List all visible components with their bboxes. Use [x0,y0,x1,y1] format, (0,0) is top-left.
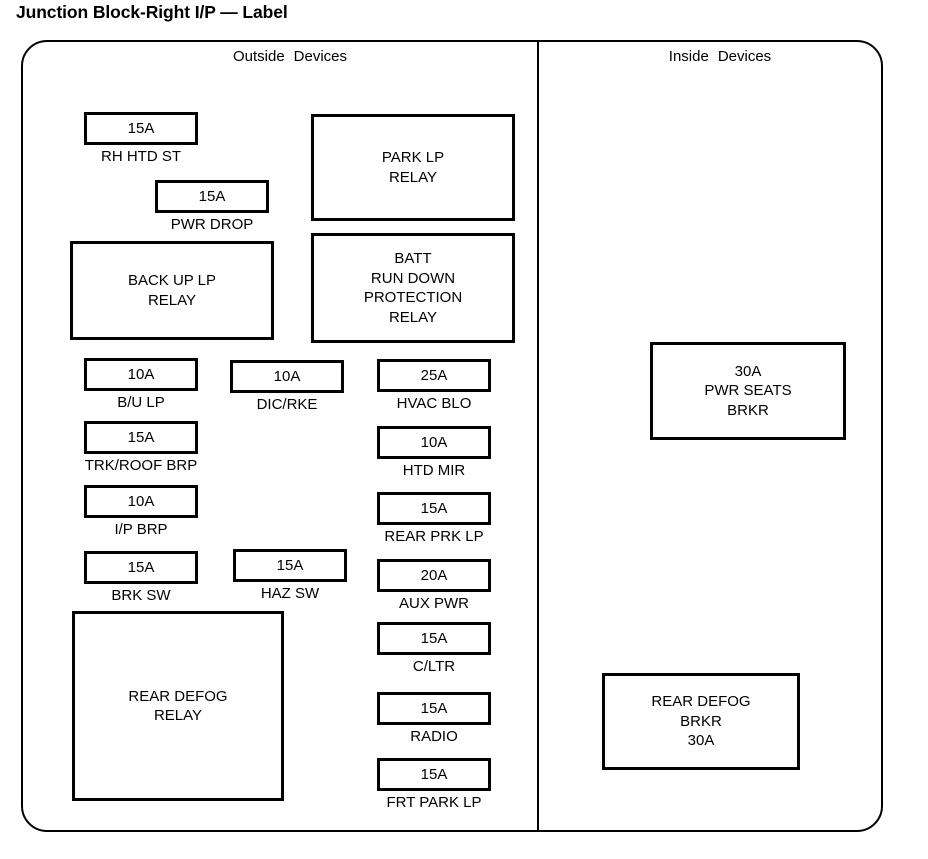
relay-back-up-lp[interactable]: BACK UP LP RELAY [70,241,274,340]
fuse-rating: 10A [273,367,301,385]
fuse-caption-rh-htd-st: RH HTD ST [101,148,181,165]
fuse-caption-radio: RADIO [410,728,458,745]
fuse-caption-ip-brp: I/P BRP [114,521,168,538]
relay-line-3: PROTECTION [363,289,463,306]
fuse-rh-htd-st[interactable]: 15A [84,112,198,145]
relay-line-4: RELAY [388,308,438,326]
relay-line-2: RUN DOWN [370,269,456,287]
fuse-frt-park-lp[interactable]: 15A [377,758,491,791]
fuse-rating: 15A [276,556,304,574]
fuse-c-ltr[interactable]: 15A [377,622,491,655]
breaker-line-2: BRKR [680,712,722,730]
relay-line-2: RELAY [153,707,203,724]
fuse-rating: 15A [127,558,155,576]
fuse-rating: 15A [420,499,448,517]
fuse-rating: 15A [198,187,226,205]
breaker-line-3: 30A [687,732,715,750]
fuse-caption-frt-park-lp: FRT PARK LP [386,794,482,811]
relay-line-1: BACK UP LP [127,272,217,289]
fuse-rating: 15A [420,765,448,783]
fuse-haz-sw[interactable]: 15A [233,549,347,582]
fuse-bu-lp[interactable]: 10A [84,358,198,391]
relay-line-1: REAR DEFOG [128,687,228,705]
inside-header-word-2: Devices [717,48,772,65]
relay-line-2: RELAY [388,168,438,186]
fuse-rating: 15A [420,629,448,647]
fuse-caption-htd-mir: HTD MIR [402,462,466,479]
relay-rear-defog[interactable]: REAR DEFOG RELAY [72,611,284,801]
relay-line-1: BATT [394,250,432,267]
fuse-rear-prk-lp[interactable]: 15A [377,492,491,525]
fuse-caption-trk-roof-brp: TRK/ROOF BRP [84,457,198,474]
outside-header-word-1: Outside [232,48,285,65]
breaker-pwr-seats[interactable]: 30A PWR SEATS BRKR [650,342,846,440]
outside-header-word-2: Devices [293,48,348,65]
fuse-pwr-drop[interactable]: 15A [155,180,269,213]
fuse-caption-pwr-drop: PWR DROP [170,216,254,233]
section-divider [537,41,539,831]
fuse-caption-rear-prk-lp: REAR PRK LP [384,528,484,545]
fuse-rating: 15A [420,699,448,717]
relay-park-lp[interactable]: PARK LP RELAY [311,114,515,221]
fuse-brk-sw[interactable]: 15A [84,551,198,584]
fuse-hvac-blo[interactable]: 25A [377,359,491,392]
fuse-rating: 10A [127,365,155,383]
relay-line-1: PARK LP [381,149,445,166]
relay-batt-run-down-protection[interactable]: BATT RUN DOWN PROTECTION RELAY [311,233,515,343]
fuse-htd-mir[interactable]: 10A [377,426,491,459]
breaker-rear-defog[interactable]: REAR DEFOG BRKR 30A [602,673,800,770]
fuse-rating: 25A [420,366,448,384]
breaker-line-3: BRKR [727,401,769,419]
inside-header-word-1: Inside [668,48,709,65]
fuse-caption-bu-lp: B/U LP [117,394,165,411]
fuse-caption-hvac-blo: HVAC BLO [396,395,472,412]
breaker-line-1: REAR DEFOG [651,693,751,711]
fuse-radio[interactable]: 15A [377,692,491,725]
fuse-rating: 10A [420,433,448,451]
fuse-rating: 15A [127,428,155,446]
breaker-line-1: 30A [734,362,762,380]
fuse-caption-brk-sw: BRK SW [111,587,171,604]
inside-devices-header: Inside Devices [560,48,880,65]
page-title: Junction Block-Right I/P — Label [16,2,288,22]
fuse-aux-pwr[interactable]: 20A [377,559,491,592]
fuse-rating: 20A [420,566,448,584]
relay-line-2: RELAY [147,291,197,309]
fuse-rating: 10A [127,492,155,510]
outside-devices-header: Outside Devices [100,48,480,65]
fuse-caption-dic-rke: DIC/RKE [256,396,318,413]
fuse-dic-rke[interactable]: 10A [230,360,344,393]
fuse-caption-aux-pwr: AUX PWR [398,595,469,612]
fuse-caption-haz-sw: HAZ SW [260,585,320,602]
breaker-line-2: PWR SEATS [704,382,792,400]
fuse-caption-c-ltr: C/LTR [412,658,456,675]
fuse-rating: 15A [127,119,155,137]
fuse-ip-brp[interactable]: 10A [84,485,198,518]
fuse-trk-roof-brp[interactable]: 15A [84,421,198,454]
